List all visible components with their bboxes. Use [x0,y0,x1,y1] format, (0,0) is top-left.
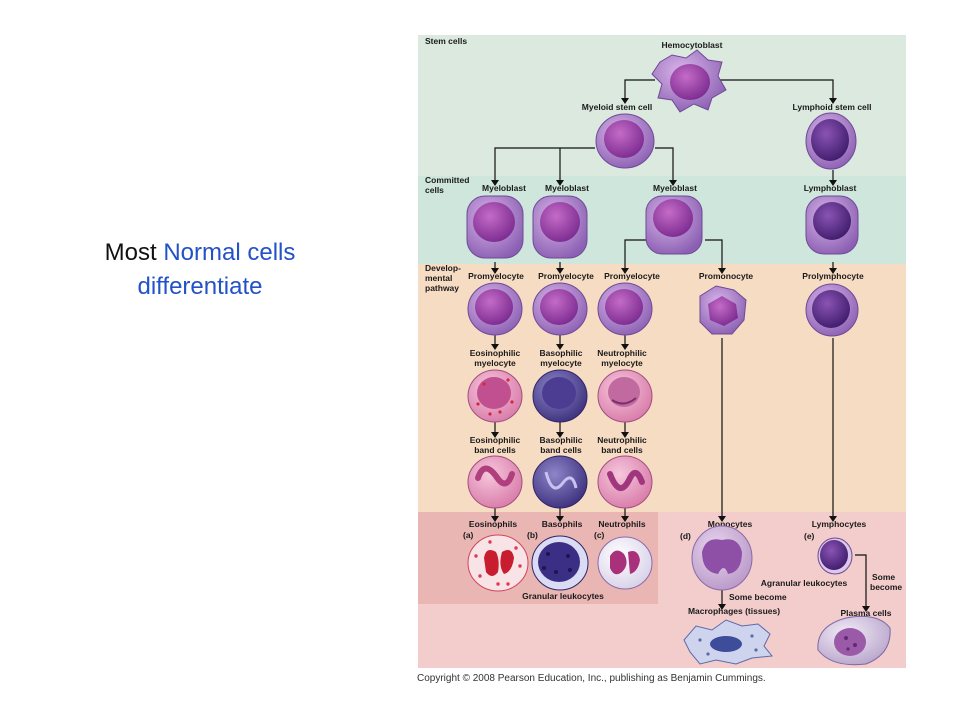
connector-lines [494,79,867,606]
label-granular-leukocytes: Granular leukocytes [522,591,604,601]
slide-title: Most Normal cells differentiate [40,236,360,304]
lymphoid-stem-cell [805,112,857,170]
label-letter-e: (e) [804,531,815,541]
label-promyelocyte-3: Promyelocyte [604,271,660,281]
label-myeloblast-1: Myeloblast [482,183,526,193]
label-neutrophils: Neutrophils [598,519,645,529]
slide-title-highlight: Normal cells [163,239,296,266]
label-promonocyte: Promonocyte [699,271,754,281]
label-basophilic-band: Basophilic [540,435,583,445]
neutrophilic-myelocyte-cell [597,369,653,423]
label-neutrophilic-myelocyte-2: myelocyte [601,358,643,368]
label-myeloid-stem-cell: Myeloid stem cell [582,102,652,112]
label-some-become-macrophage: Some become [729,592,787,602]
basophilic-band-cell [532,455,588,509]
connector-arrowheads [491,98,870,612]
label-basophilic-myelocyte-2: myelocyte [540,358,582,368]
label-plasma-cells: Plasma cells [840,608,891,618]
label-promyelocyte-1: Promyelocyte [468,271,524,281]
slide-title-highlight-2: differentiate [137,273,263,300]
label-letter-b: (b) [527,530,538,540]
lymphocyte-cell [817,537,853,575]
label-neutrophilic-band-2: band cells [601,445,643,455]
copyright-notice: Copyright © 2008 Pearson Education, Inc.… [417,673,766,684]
label-eosinophilic-myelocyte: Eosinophilic [470,348,521,358]
promyelocyte-cell-1 [467,282,523,336]
label-eosinophilic-myelocyte-2: myelocyte [474,358,516,368]
label-letter-c: (c) [594,530,605,540]
label-neutrophilic-band: Neutrophilic [597,435,647,445]
slide-title-text: Most [104,239,157,266]
section-label-developmental-2: mental [425,273,452,283]
label-eosinophils: Eosinophils [469,519,517,529]
promonocyte-cell [699,285,747,335]
label-letter-d: (d) [680,531,691,541]
promyelocyte-cell-3 [597,282,653,336]
section-label-developmental: Develop- [425,263,461,273]
label-basophilic-myelocyte: Basophilic [540,348,583,358]
label-eosinophilic-band-2: band cells [474,445,516,455]
label-monocytes: Monocytes [708,519,753,529]
label-myeloblast-3: Myeloblast [653,183,697,193]
myeloblast-cell-3 [645,195,703,255]
label-promyelocyte-2: Promyelocyte [538,271,594,281]
neutrophil-cell [597,536,653,590]
label-basophils: Basophils [542,519,583,529]
label-prolymphocyte: Prolymphocyte [802,271,864,281]
section-label-committed-2: cells [425,185,444,195]
myeloid-stem-cell [595,113,655,169]
label-basophilic-band-2: band cells [540,445,582,455]
plasma-cell [817,615,891,666]
basophilic-myelocyte-cell [532,369,588,423]
eosinophil-cell [467,534,529,592]
section-label-developmental-3: pathway [425,283,459,293]
neutrophilic-band-cell [597,455,653,509]
section-label-stem: Stem cells [425,36,467,46]
label-some-become-plasma-2: become [870,582,902,592]
label-letter-a: (a) [463,530,474,540]
basophil-cell [531,535,589,591]
myeloblast-cell-2 [532,195,588,259]
label-some-become-plasma: Some [872,572,895,582]
promyelocyte-cell-2 [532,282,588,336]
monocyte-cell [691,525,753,591]
macrophage-cell [683,619,773,665]
label-lymphoblast: Lymphoblast [804,183,857,193]
label-myeloblast-2: Myeloblast [545,183,589,193]
eosinophilic-myelocyte-cell [467,369,523,423]
prolymphocyte-cell [805,283,859,337]
myeloblast-cell-1 [466,195,524,259]
label-hemocytoblast: Hemocytoblast [662,40,723,50]
label-neutrophilic-myelocyte: Neutrophilic [597,348,647,358]
section-label-committed: Committed [425,175,469,185]
label-lymphocytes: Lymphocytes [812,519,867,529]
label-macrophages: Macrophages (tissues) [688,606,780,616]
label-lymphoid-stem-cell: Lymphoid stem cell [792,102,871,112]
lymphoblast-cell [805,195,859,255]
eosinophilic-band-cell [467,455,523,509]
label-agranular-leukocytes: Agranular leukocytes [761,578,848,588]
hemocytoblast-cell [651,49,727,113]
label-eosinophilic-band: Eosinophilic [470,435,521,445]
